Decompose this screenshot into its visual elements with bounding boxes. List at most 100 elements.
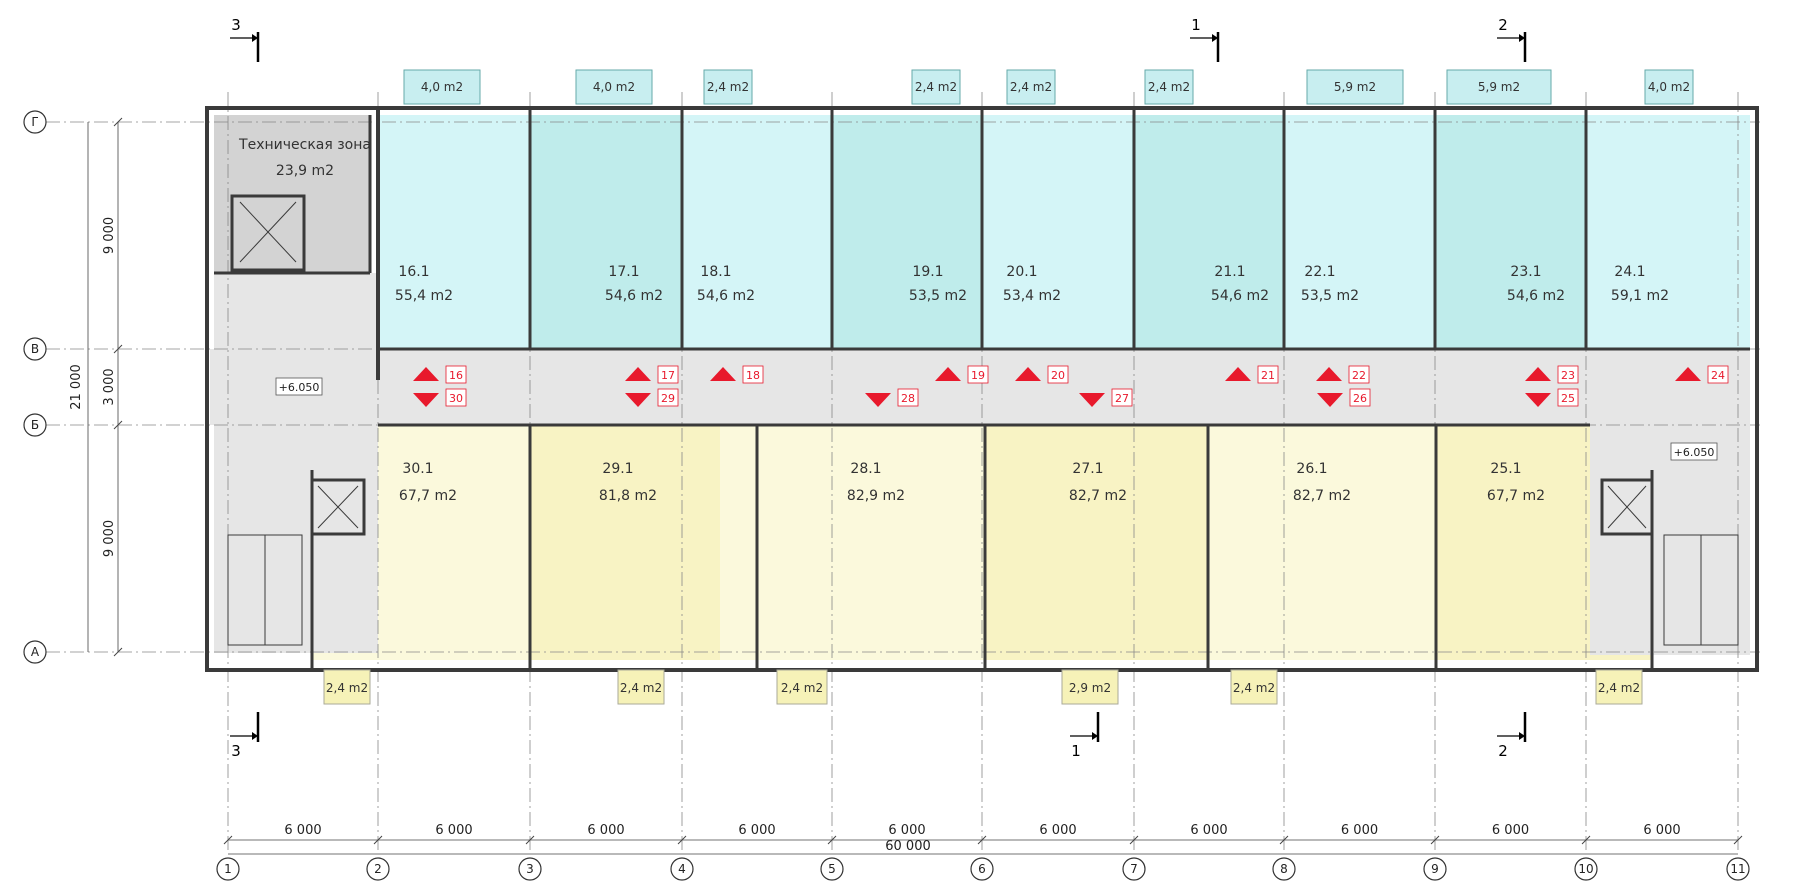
- dimension-tick: [1430, 835, 1440, 845]
- dimension-label: 6 000: [435, 823, 472, 838]
- axis-bubble-column: 5: [820, 857, 844, 881]
- entry-marker: 17: [625, 365, 679, 384]
- entry-number: 19: [971, 369, 985, 382]
- axis-label: 2: [374, 862, 382, 876]
- unit-number: 27.1: [1072, 461, 1103, 477]
- axis-bubble-column: 6: [970, 857, 994, 881]
- balcony-area: 4,0 m2: [1648, 80, 1690, 94]
- dimension-tick: [677, 835, 687, 845]
- dimension-tick: [827, 835, 837, 845]
- stair-west: [227, 534, 303, 646]
- unit-number: 21.1: [1214, 264, 1245, 280]
- balcony-area: 2,4 m2: [326, 681, 368, 695]
- balcony-area: 2,4 m2: [781, 681, 823, 695]
- dimension-tick: [525, 835, 535, 845]
- entry-number: 30: [449, 392, 463, 405]
- dimension-label: 9 000: [102, 217, 117, 254]
- unit-area: 55,4 m2: [395, 288, 453, 304]
- tech-zone-name: Техническая зона: [238, 137, 371, 153]
- balcony-south: 2,9 m2: [1061, 669, 1119, 705]
- dimension-tick: [1733, 835, 1743, 845]
- axis-label: 5: [828, 862, 836, 876]
- north-unit-alt-fill: [530, 115, 682, 349]
- section-marker-top: 3: [230, 16, 260, 62]
- level-mark-west: +6.050: [275, 377, 323, 396]
- stair-hall-east: [1590, 425, 1750, 655]
- section-marker-bottom: 1: [1070, 712, 1100, 760]
- south-unit-alt-fill: [530, 425, 720, 660]
- axis-bubble-column: 9: [1423, 857, 1447, 881]
- entry-number: 23: [1561, 369, 1575, 382]
- walls: [205, 106, 1759, 672]
- entry-marker: 22: [1316, 365, 1370, 384]
- unit-number: 22.1: [1304, 264, 1335, 280]
- balcony-area: 2,4 m2: [1598, 681, 1640, 695]
- outer-wall: [205, 106, 1759, 672]
- balcony-south: 2,4 m2: [1230, 669, 1278, 705]
- unit-area: 67,7 m2: [399, 488, 457, 504]
- balcony-north: 5,9 m2: [1446, 69, 1552, 105]
- corridor: [210, 349, 1750, 425]
- entry-number: 26: [1353, 392, 1367, 405]
- unit-area: 81,8 m2: [599, 488, 657, 504]
- axis-bubble-column: 11: [1726, 857, 1750, 881]
- entry-marker: 23: [1525, 365, 1579, 384]
- unit-partitions: [528, 110, 1588, 668]
- dimension-tick: [1129, 835, 1139, 845]
- dimension-tick: [113, 647, 123, 657]
- unit-number: 24.1: [1614, 264, 1645, 280]
- unit-number: 19.1: [912, 264, 943, 280]
- balcony-area: 4,0 m2: [593, 80, 635, 94]
- dimension-tick: [1581, 835, 1591, 845]
- level-mark-label: +6.050: [1674, 446, 1715, 459]
- unit-north: 18.154,6 m2: [697, 264, 755, 304]
- balcony-south: 2,4 m2: [776, 669, 828, 705]
- unit-area: 53,5 m2: [1301, 288, 1359, 304]
- elevator-cross: [239, 201, 297, 263]
- section-marker-bottom: 2: [1497, 712, 1527, 760]
- section-label: 3: [231, 16, 241, 34]
- axis-label: А: [31, 645, 40, 659]
- technical-zone: [214, 115, 370, 273]
- entry-number: 17: [661, 369, 675, 382]
- balcony-north: 4,0 m2: [1644, 69, 1694, 105]
- unit-number: 20.1: [1006, 264, 1037, 280]
- dimension-tick: [1279, 835, 1289, 845]
- unit-south: 27.182,7 m2: [1069, 461, 1127, 504]
- section-label: 1: [1071, 742, 1081, 760]
- axis-bubble-column: 1: [216, 857, 240, 881]
- section-marker-top: 1: [1190, 16, 1220, 62]
- entry-marker: 24: [1675, 365, 1729, 384]
- entry-marker: 29: [625, 388, 679, 407]
- entry-number: 16: [449, 369, 463, 382]
- balcony-south: 2,4 m2: [617, 669, 665, 705]
- dimensions-horizontal: [228, 839, 1738, 855]
- elevator-shaft-west: [230, 194, 306, 272]
- entry-number: 18: [746, 369, 760, 382]
- balcony-north: 4,0 m2: [575, 69, 653, 105]
- unit-south: 26.182,7 m2: [1293, 461, 1351, 504]
- dimensions-vertical: [87, 122, 119, 652]
- elevator-shaft-south-east: [1600, 478, 1654, 536]
- unit-south: 28.182,9 m2: [847, 461, 905, 504]
- unit-north: 22.1 53,5 m2: [1301, 264, 1359, 304]
- dimension-label: 3 000: [102, 368, 117, 405]
- entry-number: 21: [1261, 369, 1275, 382]
- entry-marker: 21: [1225, 365, 1279, 384]
- balcony-area: 5,9 m2: [1334, 80, 1376, 94]
- axis-bubble-row: В: [23, 337, 47, 361]
- balcony-south: 2,4 m2: [1595, 669, 1643, 705]
- unit-area: 59,1 m2: [1611, 288, 1669, 304]
- axis-bubble-column: 2: [366, 857, 390, 881]
- dimension-label: 6 000: [284, 823, 321, 838]
- unit-north: 20.153,4 m2: [1003, 264, 1061, 304]
- dimension-tick: [977, 835, 987, 845]
- axis-label: 10: [1578, 862, 1593, 876]
